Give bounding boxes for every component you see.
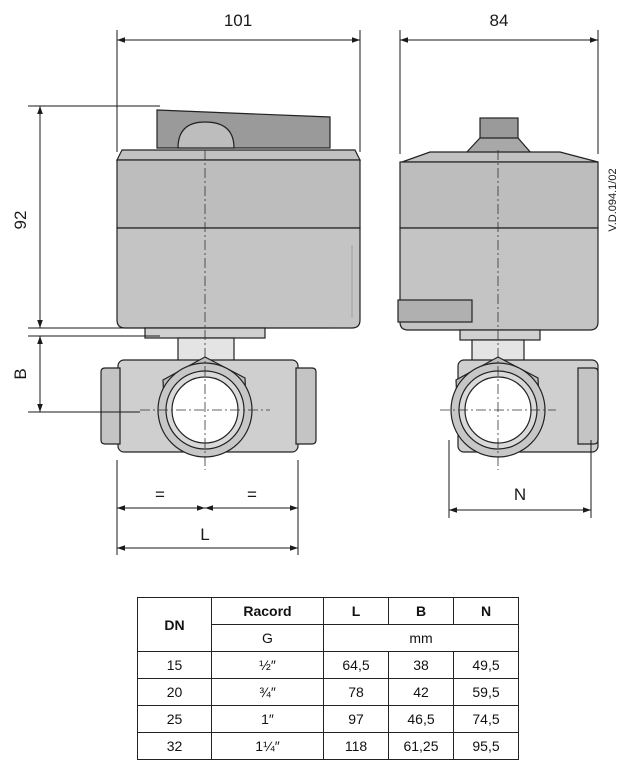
cell-l: 118: [323, 732, 389, 760]
header-l: L: [323, 597, 389, 625]
table-header-row: DN Racord L B N: [137, 597, 519, 652]
cell-dn: 20: [137, 678, 212, 706]
table-row: 25 1″ 97 46,5 74,5: [137, 705, 519, 733]
cell-b: 61,25: [388, 732, 454, 760]
unit-racord: G: [211, 624, 324, 652]
table-row: 32 1¼″ 118 61,25 95,5: [137, 732, 519, 760]
table-row: 15 ½″ 64,5 38 49,5: [137, 651, 519, 679]
cell-l: 64,5: [323, 651, 389, 679]
header-racord: Racord: [211, 597, 324, 625]
cell-dn: 25: [137, 705, 212, 733]
technical-drawing: 101 84 92 B = = L N V.D.094.1/02: [11, 11, 619, 555]
unit-mm: mm: [323, 624, 519, 652]
cell-b: 46,5: [388, 705, 454, 733]
cell-n: 59,5: [453, 678, 519, 706]
cell-l: 97: [323, 705, 389, 733]
cell-racord: 1¼″: [211, 732, 324, 760]
side-actuator: [397, 117, 599, 331]
dim-label-l: L: [200, 525, 209, 544]
dim-label-b: B: [11, 368, 30, 379]
dim-label-84: 84: [490, 11, 509, 30]
cell-b: 42: [388, 678, 454, 706]
front-valve: [100, 327, 317, 458]
header-dn: DN: [137, 597, 212, 652]
drawing-code: V.D.094.1/02: [607, 168, 619, 231]
dim-label-92: 92: [11, 211, 30, 230]
cell-n: 74,5: [453, 705, 519, 733]
spec-table: DN Racord L B N G mm 15 ½″ 64,5 38 49,5 …: [137, 597, 519, 760]
header-n: N: [453, 597, 519, 625]
cell-racord: ¾″: [211, 678, 324, 706]
side-valve: [450, 329, 599, 458]
front-actuator: [116, 109, 361, 329]
center-lines: [140, 150, 556, 470]
cell-b: 38: [388, 651, 454, 679]
cell-dn: 32: [137, 732, 212, 760]
cell-racord: ½″: [211, 651, 324, 679]
header-b: B: [388, 597, 454, 625]
cell-n: 49,5: [453, 651, 519, 679]
cell-dn: 15: [137, 651, 212, 679]
dim-label-equal-left: =: [155, 485, 165, 504]
cell-n: 95,5: [453, 732, 519, 760]
dim-label-101: 101: [224, 11, 252, 30]
cell-l: 78: [323, 678, 389, 706]
dimension-lines: [28, 30, 599, 555]
cell-racord: 1″: [211, 705, 324, 733]
dim-label-n: N: [514, 485, 526, 504]
dim-label-equal-right: =: [247, 485, 257, 504]
table-row: 20 ¾″ 78 42 59,5: [137, 678, 519, 706]
